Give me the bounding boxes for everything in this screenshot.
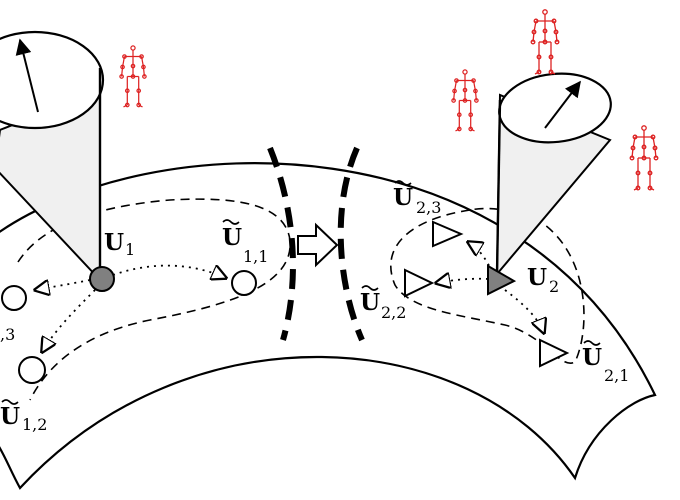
svg-text:1,1: 1,1: [243, 247, 268, 266]
geodesic-u2-u23: [468, 242, 493, 273]
label-u1: U 1: [104, 229, 135, 259]
label-u13: ,3: [0, 325, 15, 344]
triangle-marker-icon: [404, 268, 435, 298]
label-u23: U 2,3: [393, 180, 441, 217]
svg-text:U: U: [0, 403, 20, 430]
svg-text:U: U: [360, 289, 380, 316]
partition-line-right: [337, 146, 365, 342]
svg-text:1: 1: [125, 240, 135, 259]
tilde-mark: [394, 180, 412, 186]
circle-marker-icon: [1, 285, 27, 311]
tangent-cone-1: [0, 30, 105, 283]
label-u21: U 2,1: [582, 340, 629, 385]
human-skeleton-icon: [451, 69, 479, 132]
label-u11: U 1,1: [222, 219, 268, 266]
tilde-mark: [361, 285, 379, 291]
svg-text:2,1: 2,1: [604, 366, 629, 385]
right-arrow-icon: [297, 222, 339, 268]
geodesic-u1-u12: [42, 289, 96, 352]
svg-text:U: U: [582, 344, 602, 371]
mean-point-u2: [487, 264, 517, 296]
circle-marker-icon: [231, 270, 257, 296]
label-u12: U 1,2: [0, 399, 47, 434]
triangle-marker-icon: [432, 220, 464, 248]
label-u2: U 2: [527, 264, 559, 296]
human-skeleton-icon: [530, 9, 560, 75]
label-u22: U 2,2: [360, 285, 406, 322]
svg-text:2,2: 2,2: [381, 303, 406, 322]
tangent-cone-2: [495, 72, 612, 277]
svg-text:,3: ,3: [0, 325, 15, 344]
tilde-mark: [583, 340, 601, 346]
svg-text:U: U: [104, 229, 124, 256]
human-skeleton-icon: [119, 45, 147, 108]
tilde-mark: [222, 219, 240, 225]
svg-text:U: U: [222, 224, 242, 251]
manifold-surface: [0, 162, 657, 490]
svg-text:2: 2: [549, 277, 559, 296]
svg-text:2,3: 2,3: [416, 198, 441, 217]
partition-line-left: [267, 146, 296, 341]
geodesic-u1-u13: [35, 279, 91, 290]
geodesic-u1-u11: [112, 266, 226, 278]
cluster1-outline: [17, 198, 291, 401]
human-skeleton-icon: [629, 125, 659, 191]
svg-text:U: U: [527, 264, 547, 291]
svg-text:1,2: 1,2: [22, 415, 47, 434]
triangle-marker-icon: [539, 338, 570, 368]
svg-text:U: U: [393, 184, 413, 211]
circle-marker-icon: [18, 356, 46, 384]
tilde-mark: [1, 399, 19, 405]
mean-point-u1: [89, 266, 115, 292]
